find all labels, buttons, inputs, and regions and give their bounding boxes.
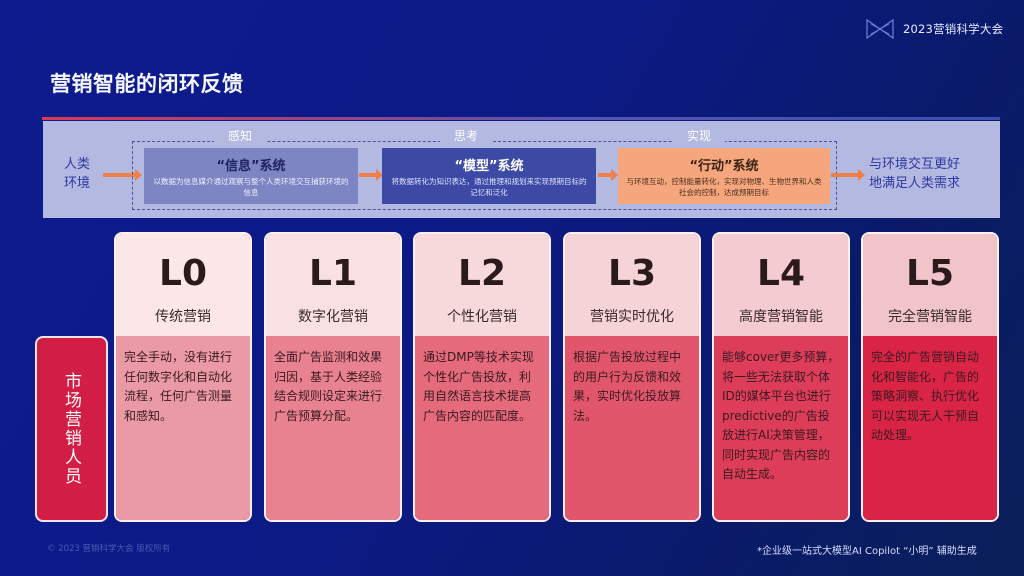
- role-card-marketer: 市场营销人员: [35, 336, 108, 522]
- action-system-title: “行动”系统: [689, 158, 759, 174]
- level-description: 全面广告监测和效果归因，基于人类经验结合规则设定来进行广告预算分配。: [266, 336, 400, 520]
- model-system-title: “模型”系统: [454, 158, 524, 174]
- level-header: L5 完全营销智能: [863, 234, 997, 336]
- level-card-l5: L5 完全营销智能 完全的广告营销自动化和智能化，广告的策略洞察、执行优化可以实…: [861, 232, 999, 522]
- footnote-text: *企业级一站式大模型AI Copilot “小明” 辅助生成: [757, 546, 977, 557]
- model-system-desc: 将数据转化为知识表达，通过推理和规划来实现预期目标的记忆和泛化: [391, 176, 587, 197]
- level-description: 根据广告投放过程中的用户行为反馈和效果，实时优化投放算法。: [565, 336, 699, 520]
- stage-label-perceive: 感知: [213, 127, 267, 144]
- level-header: L4 高度营销智能: [714, 234, 848, 336]
- level-name: 高度营销智能: [739, 309, 823, 325]
- feedback-flow-panel: 人类 环境 感知 思考 实现 “信息”系统 以数据为信息媒介通过观察与整个人类环…: [43, 121, 1000, 218]
- level-code: L1: [309, 253, 357, 294]
- level-code: L2: [458, 253, 506, 294]
- flow-start-label: 人类 环境: [63, 157, 90, 191]
- level-code: L3: [608, 253, 656, 294]
- stage-label-act: 实现: [672, 127, 726, 144]
- level-description: 能够cover更多预算，将一些无法获取个体ID的媒体平台也进行predictiv…: [714, 336, 848, 520]
- level-header: L3 营销实时优化: [565, 234, 699, 336]
- level-card-l2: L2 个性化营销 通过DMP等技术实现个性化广告投放，利用自然语言技术提高广告内…: [413, 232, 551, 522]
- copyright-text: © 2023 营销科学大会 版权所有: [47, 544, 171, 554]
- info-system-desc: 以数据为信息媒介通过观察与整个人类环境交互捕获环境的信息: [153, 176, 349, 197]
- level-name: 营销实时优化: [590, 309, 674, 325]
- arrow-icon: [359, 169, 383, 181]
- model-system-box: “模型”系统 将数据转化为知识表达，通过推理和规划来实现预期目标的记忆和泛化: [382, 148, 596, 204]
- level-card-l4: L4 高度营销智能 能够cover更多预算，将一些无法获取个体ID的媒体平台也进…: [712, 232, 850, 522]
- level-name: 个性化营销: [447, 309, 517, 325]
- arrow-icon: [831, 169, 865, 181]
- level-card-l3: L3 营销实时优化 根据广告投放过程中的用户行为反馈和效果，实时优化投放算法。: [563, 232, 701, 522]
- level-name: 数字化营销: [298, 309, 368, 325]
- level-card-l1: L1 数字化营销 全面广告监测和效果归因，基于人类经验结合规则设定来进行广告预算…: [264, 232, 402, 522]
- level-code: L4: [757, 253, 805, 294]
- bowtie-logo-icon: [866, 18, 894, 40]
- level-description: 完全的广告营销自动化和智能化，广告的策略洞察、执行优化可以实现无人干预自动处理。: [863, 336, 997, 520]
- level-code: L0: [159, 253, 207, 294]
- level-card-l0: L0 传统营销 完全手动，没有进行任何数字化和自动化流程，任何广告测量和感知。: [114, 232, 252, 522]
- level-description: 完全手动，没有进行任何数字化和自动化流程，任何广告测量和感知。: [116, 336, 250, 520]
- level-name: 完全营销智能: [888, 309, 972, 325]
- title-divider: [42, 117, 1000, 120]
- page-title: 营销智能的闭环反馈: [50, 72, 244, 96]
- arrow-icon: [103, 169, 142, 181]
- level-description: 通过DMP等技术实现个性化广告投放，利用自然语言技术提高广告内容的匹配度。: [415, 336, 549, 520]
- role-label: 市场营销人员: [61, 372, 81, 486]
- logo-text: 2023营销科学大会: [903, 22, 1004, 36]
- level-header: L2 个性化营销: [415, 234, 549, 336]
- level-header: L1 数字化营销: [266, 234, 400, 336]
- info-system-title: “信息”系统: [216, 158, 286, 174]
- flow-end-label: 与环境交互更好 地满足人类需求: [869, 157, 961, 191]
- conference-logo: 2023营销科学大会: [865, 18, 1003, 40]
- action-system-box: “行动”系统 与环境互动，控制能量转化，实现对物理、生物世界和人类社会的控制，达…: [618, 148, 830, 204]
- info-system-box: “信息”系统 以数据为信息媒介通过观察与整个人类环境交互捕获环境的信息: [144, 148, 358, 204]
- action-system-desc: 与环境互动，控制能量转化，实现对物理、生物世界和人类社会的控制，达成预期目标: [626, 176, 822, 197]
- arrow-icon: [598, 169, 618, 181]
- level-header: L0 传统营销: [116, 234, 250, 336]
- stage-label-think: 思考: [439, 127, 493, 144]
- level-code: L5: [906, 253, 954, 294]
- level-name: 传统营销: [155, 309, 211, 325]
